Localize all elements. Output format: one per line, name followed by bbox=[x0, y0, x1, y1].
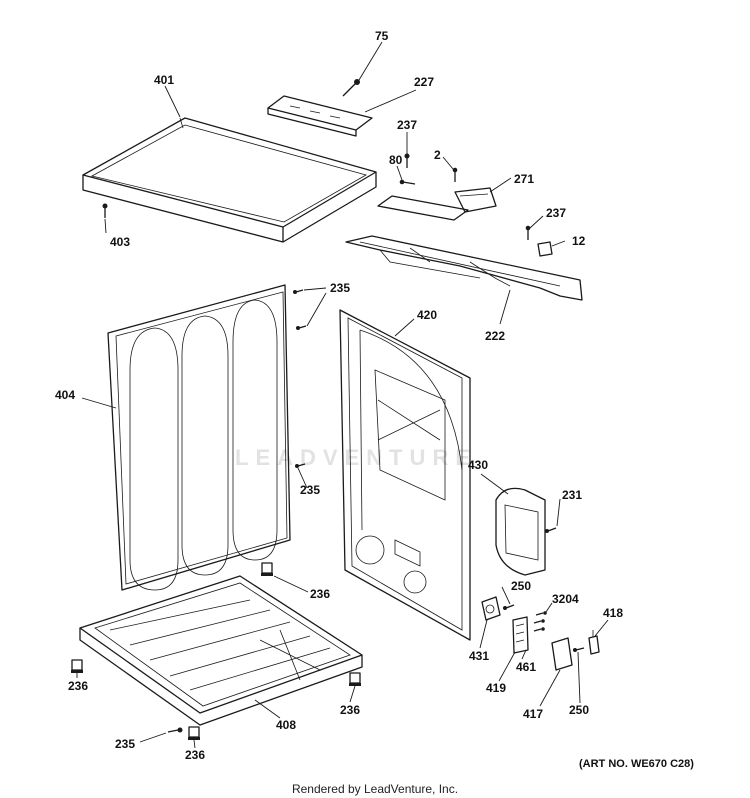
pin-80[interactable] bbox=[399, 179, 416, 185]
callout-80[interactable]: 80 bbox=[389, 153, 403, 167]
terminal-block-419[interactable] bbox=[512, 616, 529, 654]
screw-235-bottom[interactable] bbox=[167, 727, 183, 733]
callout-235-upper[interactable]: 235 bbox=[330, 281, 350, 295]
bracket-271[interactable] bbox=[377, 187, 497, 221]
screw-2[interactable] bbox=[452, 167, 458, 182]
rear-panel-420[interactable] bbox=[339, 309, 471, 641]
screw-75[interactable] bbox=[342, 79, 360, 97]
screw-237-right[interactable] bbox=[525, 225, 531, 240]
callout-250-lower[interactable]: 250 bbox=[569, 703, 589, 717]
callout-227[interactable]: 227 bbox=[414, 75, 434, 89]
callout-418[interactable]: 418 bbox=[603, 606, 623, 620]
callout-419[interactable]: 419 bbox=[486, 681, 506, 695]
screw-403[interactable] bbox=[102, 203, 108, 219]
screw-237-top[interactable] bbox=[404, 153, 410, 169]
bracket-227[interactable] bbox=[267, 95, 373, 137]
callout-237-right[interactable]: 237 bbox=[546, 206, 566, 220]
callout-408[interactable]: 408 bbox=[276, 718, 296, 732]
art-number: (ART NO. WE670 C28) bbox=[579, 758, 694, 770]
callout-2[interactable]: 2 bbox=[434, 148, 441, 162]
callout-404[interactable]: 404 bbox=[55, 388, 75, 402]
callout-235-bottom[interactable]: 235 bbox=[115, 737, 135, 751]
callout-236-rear[interactable]: 236 bbox=[310, 587, 330, 601]
callout-417[interactable]: 417 bbox=[523, 707, 543, 721]
callout-250-upper[interactable]: 250 bbox=[511, 579, 531, 593]
screw-250-upper[interactable] bbox=[503, 604, 515, 610]
screw-235-upper[interactable] bbox=[293, 289, 307, 330]
callout-12[interactable]: 12 bbox=[572, 234, 586, 248]
foot-236-left[interactable] bbox=[71, 659, 83, 673]
screw-250-lower[interactable] bbox=[573, 647, 585, 652]
callout-235-middle[interactable]: 235 bbox=[300, 483, 320, 497]
top-cover-401[interactable] bbox=[82, 117, 377, 243]
part-418[interactable] bbox=[588, 630, 600, 655]
duct-430[interactable] bbox=[495, 487, 546, 576]
foot-236-right[interactable] bbox=[349, 672, 361, 686]
side-panel-404[interactable] bbox=[107, 284, 291, 591]
motor-431[interactable] bbox=[481, 596, 501, 621]
callout-3204[interactable]: 3204 bbox=[552, 592, 579, 606]
callout-431[interactable]: 431 bbox=[469, 649, 489, 663]
switch-12[interactable] bbox=[537, 241, 553, 257]
leader-lines bbox=[76, 41, 609, 749]
watermark: LEADVENTURE bbox=[235, 445, 478, 470]
callout-236-front[interactable]: 236 bbox=[185, 748, 205, 762]
foot-236-rear[interactable] bbox=[261, 562, 273, 576]
callout-75[interactable]: 75 bbox=[375, 29, 389, 43]
callout-403[interactable]: 403 bbox=[110, 235, 130, 249]
callout-461[interactable]: 461 bbox=[516, 660, 536, 674]
callout-222[interactable]: 222 bbox=[485, 329, 505, 343]
cover-417[interactable] bbox=[551, 637, 573, 671]
callout-401[interactable]: 401 bbox=[154, 73, 174, 87]
top-frame-222[interactable] bbox=[345, 235, 583, 301]
callout-420[interactable]: 420 bbox=[417, 308, 437, 322]
screws-3204[interactable] bbox=[533, 611, 547, 632]
base-408[interactable] bbox=[79, 575, 363, 726]
callout-231[interactable]: 231 bbox=[562, 488, 582, 502]
callout-271[interactable]: 271 bbox=[514, 172, 534, 186]
callout-430[interactable]: 430 bbox=[468, 458, 488, 472]
footer-credit: Rendered by LeadVenture, Inc. bbox=[291, 782, 459, 796]
screw-231[interactable] bbox=[545, 527, 557, 533]
callout-236-left[interactable]: 236 bbox=[68, 679, 88, 693]
callout-237-top[interactable]: 237 bbox=[397, 118, 417, 132]
screw-235-middle[interactable] bbox=[295, 463, 306, 468]
foot-236-front[interactable] bbox=[188, 726, 200, 740]
callout-236-right[interactable]: 236 bbox=[340, 703, 360, 717]
